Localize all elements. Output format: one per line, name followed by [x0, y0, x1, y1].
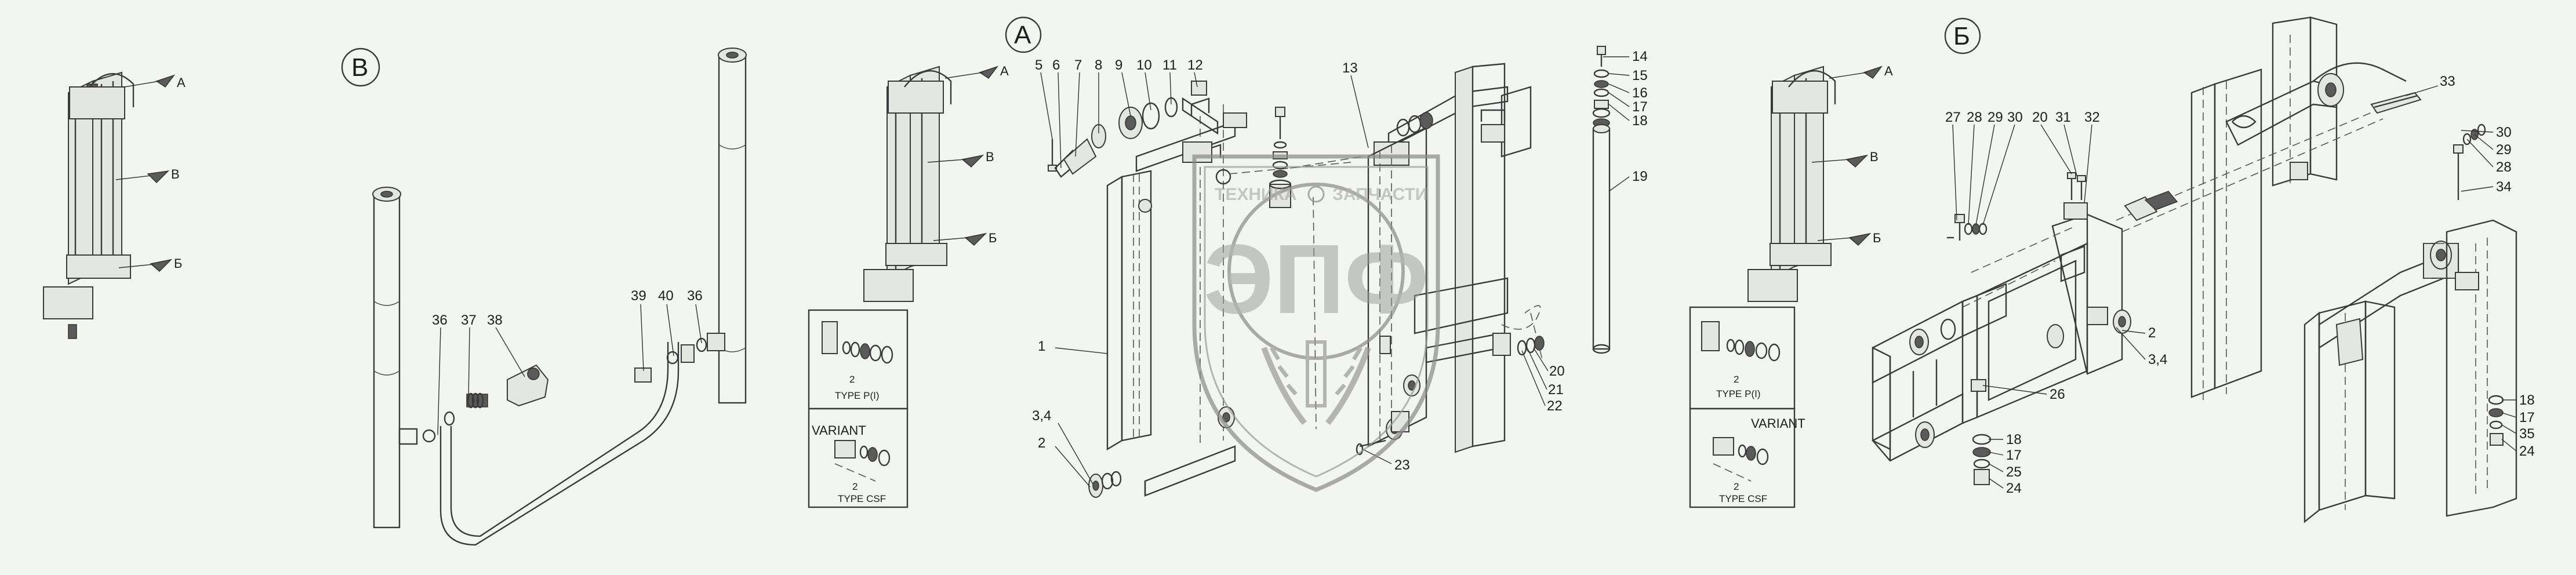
callout-a-11: 11 [1162, 57, 1177, 73]
inset2-csf-number: 2 [1734, 481, 1739, 492]
detail-v-hydraulics: В [341, 48, 747, 546]
callout-b-24b: 24 [2519, 443, 2535, 459]
callout-v-40: 40 [658, 288, 674, 304]
callout-b-17: 17 [2006, 447, 2022, 463]
callout-a-17: 17 [1632, 99, 1648, 115]
callout-a-6: 6 [1052, 57, 1060, 73]
watermark-top-text: ЗАПЧАСТИ [1332, 185, 1427, 204]
callout-b-3-4: 3,4 [2148, 352, 2167, 367]
callout-b-27: 27 [1945, 110, 1961, 125]
inset-type-csf-2 [1689, 407, 1796, 508]
inset-rp-number: 2 [849, 374, 855, 385]
watermark-logo: ТЕХНИКА ЗАПЧАСТИ ЭПФ [1192, 154, 1440, 492]
callout-b-17b: 17 [2519, 410, 2535, 425]
callout-b-26: 26 [2050, 387, 2065, 402]
callout-b-35: 35 [2519, 426, 2535, 442]
watermark-emblem-icon [1307, 185, 1325, 203]
detail-a-label: А [1014, 21, 1031, 49]
callout-a-10: 10 [1136, 57, 1152, 73]
inset2-csf-variant: VARIANT [1751, 416, 1805, 431]
callout-b-33: 33 [2440, 74, 2455, 89]
callout-b-28b: 28 [2496, 159, 2512, 175]
inset2-rp-number: 2 [1734, 374, 1739, 385]
inset2-csf-type: TYPE CSF [1719, 493, 1767, 504]
callout-a-19: 19 [1632, 169, 1648, 184]
mast-overview-3: А В Б 2 TYPE P(I) VARIANT 2 TYPE CSF [1689, 64, 1893, 508]
mast3-arrow-b: Б [1873, 231, 1881, 245]
mast3-arrow-v: В [1870, 150, 1879, 164]
callout-a-9: 9 [1115, 57, 1122, 73]
callout-v-39: 39 [631, 288, 646, 304]
mast-overview-1: А В Б [43, 71, 186, 339]
inset-csf-type: TYPE CSF [838, 493, 886, 504]
callout-a-3-4: 3,4 [1032, 408, 1051, 424]
callout-v-36b: 36 [687, 288, 703, 304]
mast-overview-2: А В Б 2 TYPE P(I) VARIANT 2 TYPE CSF [808, 64, 1009, 508]
callout-b-25: 25 [2006, 464, 2022, 480]
detail-v-label: В [351, 53, 368, 82]
callout-a-13: 13 [1342, 60, 1358, 76]
detail-b-label: Б [1953, 22, 1970, 50]
detail-a-carriage: А [1005, 16, 1648, 498]
callout-a-23: 23 [1394, 457, 1410, 473]
callout-b-18b: 18 [2519, 392, 2535, 408]
mast1-arrow-a: А [177, 75, 186, 90]
inset-type-csf [808, 407, 909, 508]
callout-v-36a: 36 [432, 312, 448, 328]
callout-a-14: 14 [1632, 49, 1648, 64]
callout-a-8: 8 [1095, 57, 1102, 73]
callout-v-38: 38 [487, 312, 503, 328]
callout-a-12: 12 [1187, 57, 1203, 73]
callout-a-16: 16 [1632, 85, 1648, 101]
callout-b-32: 32 [2084, 110, 2100, 125]
callout-a-2: 2 [1038, 435, 1045, 451]
callout-b-20: 20 [2032, 110, 2048, 125]
callout-a-21: 21 [1548, 382, 1564, 398]
callout-b-29b: 29 [2496, 142, 2512, 158]
callout-a-1: 1 [1038, 339, 1045, 354]
mast3-arrow-a: А [1884, 64, 1893, 78]
mast2-arrow-b: Б [989, 231, 997, 245]
callout-b-34: 34 [2496, 179, 2512, 195]
callout-b-29: 29 [1988, 110, 2003, 125]
callout-b-30: 30 [2007, 110, 2023, 125]
callout-a-15: 15 [1632, 68, 1648, 83]
callout-b-30b: 30 [2496, 125, 2512, 140]
callout-a-20: 20 [1549, 363, 1565, 379]
detail-b-carriage: Б [1872, 16, 2535, 523]
callout-b-18: 18 [2006, 432, 2022, 447]
watermark-left-text: ТЕХНИКА [1215, 185, 1297, 204]
mast2-arrow-a: А [1000, 64, 1009, 78]
mast1-arrow-b: Б [174, 256, 182, 271]
mast1-arrow-v: В [171, 167, 180, 181]
watermark-main-text: ЭПФ [1204, 224, 1429, 334]
inset-rp-type: TYPE P(I) [835, 390, 880, 401]
callout-b-31: 31 [2055, 110, 2071, 125]
callout-b-2: 2 [2148, 325, 2156, 341]
callout-v-37: 37 [461, 312, 477, 328]
callout-b-28: 28 [1967, 110, 1982, 125]
inset-csf-number: 2 [852, 481, 858, 492]
callout-a-18: 18 [1632, 113, 1648, 129]
inset-csf-variant: VARIANT [812, 423, 866, 438]
callout-a-7: 7 [1074, 57, 1082, 73]
callout-b-24: 24 [2006, 481, 2022, 496]
mast2-arrow-v: В [986, 150, 994, 164]
callout-a-5: 5 [1035, 57, 1042, 73]
callout-a-22: 22 [1547, 398, 1563, 414]
inset2-rp-type: TYPE P(I) [1716, 388, 1761, 399]
